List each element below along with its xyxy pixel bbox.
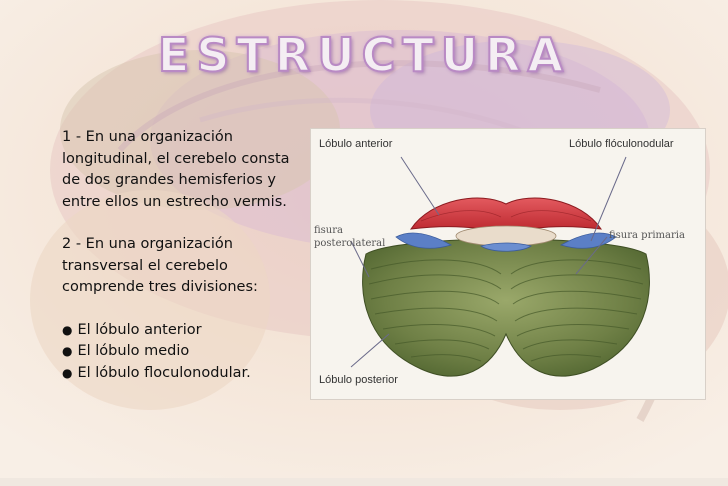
label-fisura-primaria: fisura primaria	[609, 230, 685, 241]
bullet-icon: ●	[62, 344, 73, 358]
list-item: ●El lóbulo anterior	[62, 321, 202, 338]
label-lobulo-posterior: Lóbulo posterior	[319, 374, 398, 386]
bullet-icon: ●	[62, 365, 73, 380]
list-item: ●El lóbulo floculonodular.	[62, 364, 251, 381]
label-fisura-posterolateral-line1: fisura	[314, 225, 343, 236]
cerebellum-illustration	[350, 156, 650, 377]
text-content: 1 - En una organización longitudinal, el…	[62, 127, 297, 399]
label-fisura-posterolateral-line2: posterolateral	[314, 238, 386, 249]
cerebellum-figure: Lóbulo anterior Lóbulo flóculonodular fi…	[310, 128, 706, 400]
label-lobulo-anterior: Lóbulo anterior	[319, 138, 393, 150]
paragraph-transversal: 2 - En una organización transversal el c…	[62, 236, 258, 295]
bottom-strip	[0, 478, 728, 486]
bullet-icon: ●	[62, 322, 73, 337]
divisions-list: ●El lóbulo anterior ●El lóbulo medio ●El…	[62, 320, 297, 385]
slide-title: ESTRUCTURA	[157, 27, 571, 83]
list-item: ●El lóbulo medio	[62, 343, 190, 359]
paragraph-longitudinal: 1 - En una organización longitudinal, el…	[62, 129, 290, 210]
label-lobulo-floculonodular: Lóbulo flóculonodular	[569, 138, 674, 150]
